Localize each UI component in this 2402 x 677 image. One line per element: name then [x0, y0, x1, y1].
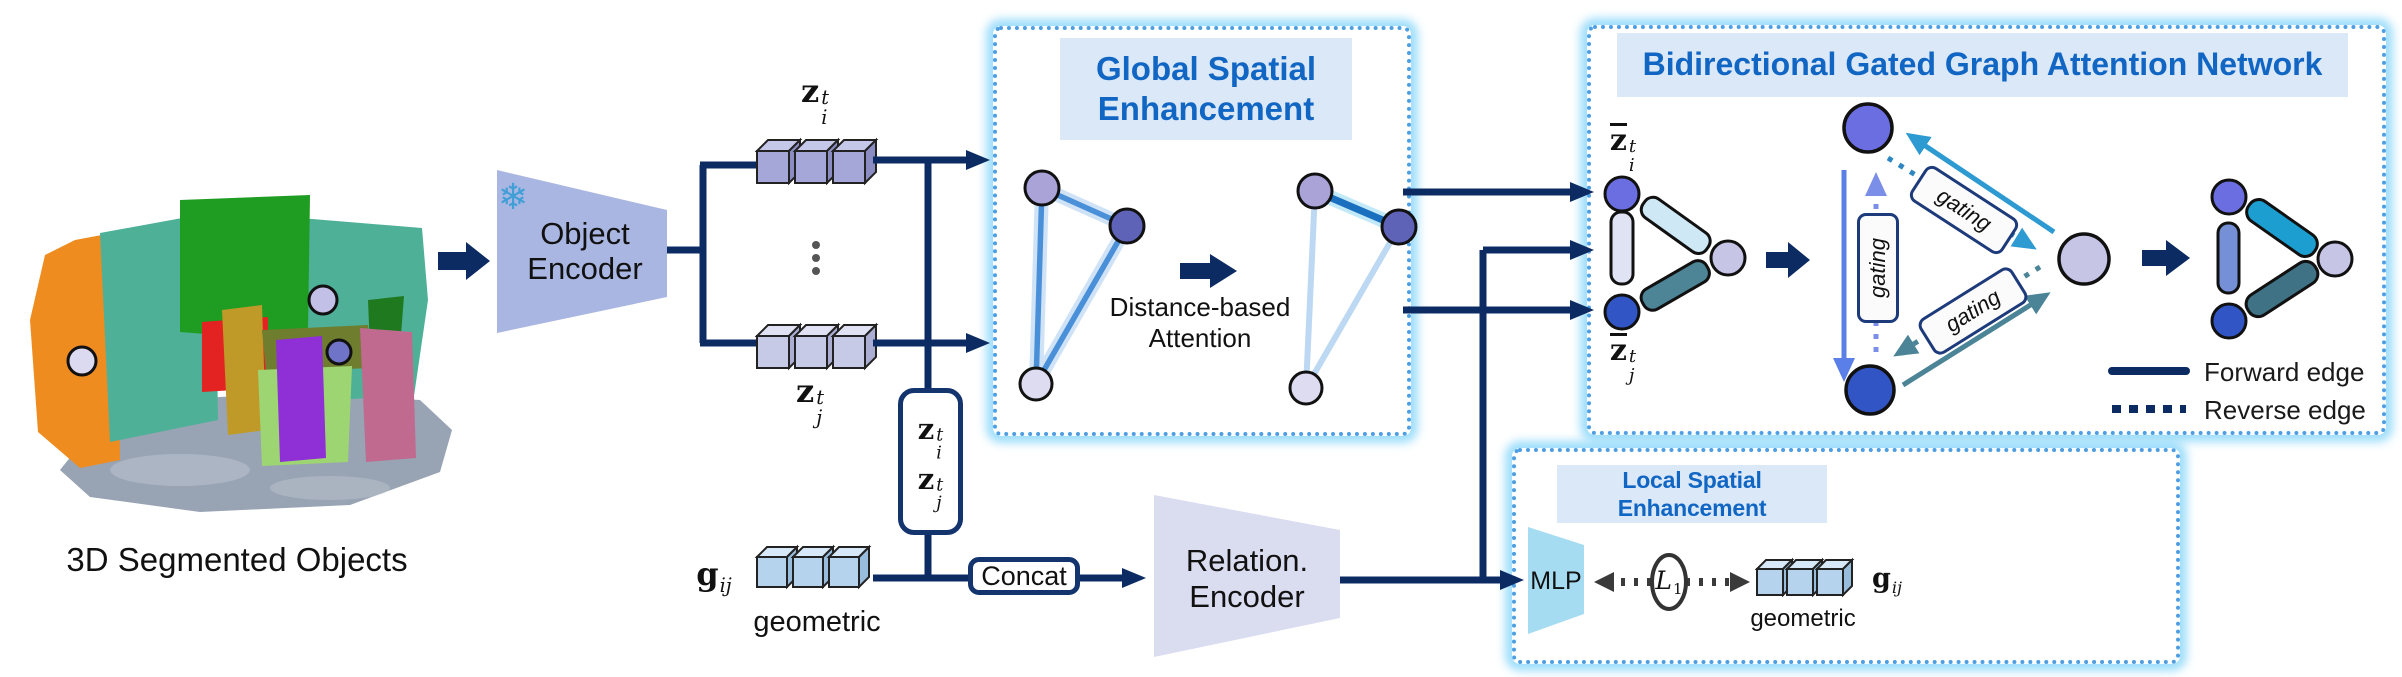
- scene-caption: 3D Segmented Objects: [66, 541, 408, 578]
- concat-box: Concat: [968, 557, 1080, 595]
- encoder-output-bracket: [667, 161, 757, 347]
- mlp-shape: [1528, 527, 1584, 634]
- gating-label-vertical: gating: [1857, 213, 1899, 323]
- object-encoder-shape: [497, 170, 667, 333]
- arrow-triangle-to-output: [2142, 240, 2190, 276]
- legend-forward-label: Forward edge: [2204, 357, 2365, 387]
- scene-node-marker-3: [325, 338, 353, 366]
- geometric-label: geometric: [753, 605, 881, 638]
- gse-graph-after: [1288, 172, 1418, 406]
- local-geometric-label: geometric: [1750, 605, 1856, 632]
- bggan-title: Bidirectional Gated Graph Attention Netw…: [1617, 33, 2348, 97]
- l1-loss-label: L1: [1655, 565, 1683, 599]
- ellipsis-dots: [812, 241, 820, 275]
- 3d-scene-image: [30, 195, 452, 512]
- z-j-feature-cubes: [754, 322, 879, 371]
- l1-dotted-arrow: [1594, 553, 1750, 611]
- g-ij-feature-cubes: [754, 544, 872, 590]
- local-g-ij-cubes: [1754, 557, 1855, 598]
- scene-pink-chair: [360, 328, 416, 462]
- bggan-input-motif: [1603, 175, 1747, 331]
- arrow-motif-to-triangle: [1766, 242, 1810, 278]
- local-g-ij-label: gij: [1871, 563, 1903, 597]
- lse-title: Local Spatial Enhancement: [1557, 465, 1827, 523]
- object-encoder-label: Object Encoder: [527, 216, 643, 286]
- gse-graph-before: [1018, 169, 1146, 402]
- gse-title: Global Spatial Enhancement: [1060, 38, 1352, 140]
- legend-reverse-label: Reverse edge: [2204, 395, 2366, 425]
- scene-green-curtain: [180, 195, 310, 338]
- z-i-feature-cubes: [754, 137, 879, 186]
- g-ij-label: gij: [696, 555, 732, 597]
- arrow-distance-attention: [1180, 254, 1237, 288]
- relation-encoder-shape: [1154, 495, 1340, 657]
- mlp-label: MLP: [1530, 566, 1582, 595]
- scene-purple-chair: [276, 336, 326, 462]
- scene-node-marker-2: [307, 284, 339, 316]
- relation-encoder-label: Relation. Encoder: [1185, 543, 1309, 614]
- snowflake-icon: ❄: [498, 176, 529, 217]
- bggan-output-motif: [2210, 178, 2354, 340]
- connector-lines: [873, 150, 1594, 590]
- scene-node-marker-1: [66, 345, 98, 377]
- scene-yellow-chair: [222, 305, 266, 435]
- distance-attention-label: Distance-based Attention: [1109, 291, 1291, 353]
- arrow-scene-to-encoder: [438, 242, 490, 280]
